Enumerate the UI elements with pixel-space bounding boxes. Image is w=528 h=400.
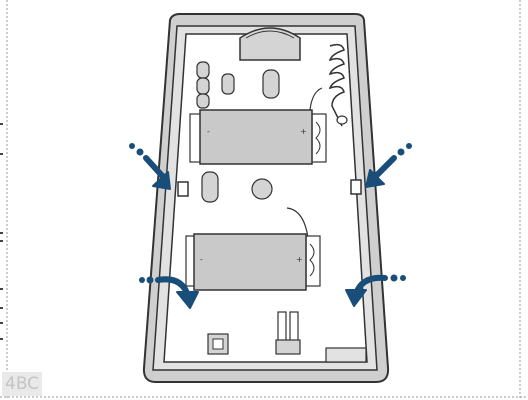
connector-base [275,339,301,355]
tamper-switch-button [212,338,224,350]
battery-bottom-right-contact [305,235,321,287]
battery-top-minus: - [207,127,210,136]
capacitor [196,77,210,95]
battery-top-spring-contact [315,121,321,155]
right-side-clip [350,179,362,195]
capacitor [262,69,280,99]
capacitor [196,61,210,79]
spring-terminal [336,115,348,125]
wire [286,207,309,239]
battery-top: - + [189,109,327,165]
battery-bottom-minus: - [200,255,203,264]
figure-code-label: 4BC [2,372,43,396]
battery-bottom-plus: + [296,255,303,264]
battery-top-right-contact [311,113,327,163]
margin-tick [0,123,3,125]
arrow-down-right-icon [129,143,171,190]
battery-bottom-spring-contact [309,243,315,277]
margin-tick [0,288,3,290]
margin-tick [0,232,3,234]
margin-tick [0,338,3,340]
wire [309,87,323,111]
battery-top-plus: + [300,127,307,136]
margin-tick [0,153,3,155]
bottom-right-panel [325,347,367,363]
margin-tick [0,307,3,309]
margin-tick [0,322,3,324]
capacitor [196,93,210,109]
antenna-spring [328,43,345,127]
arrow-curved-down-icon [139,276,199,309]
sensor-dome [239,27,301,61]
arrow-down-left-icon [365,143,412,188]
battery-bottom-body [193,233,307,291]
battery-top-body [199,109,313,165]
margin-tick [0,240,3,242]
capacitor [201,171,219,203]
left-side-clip [177,181,189,197]
arrow-curved-down-left-icon [345,274,406,307]
round-component [251,178,273,200]
battery-bottom: - + [185,233,321,291]
sensor-dome-rim [245,30,295,39]
capacitor [221,73,235,95]
